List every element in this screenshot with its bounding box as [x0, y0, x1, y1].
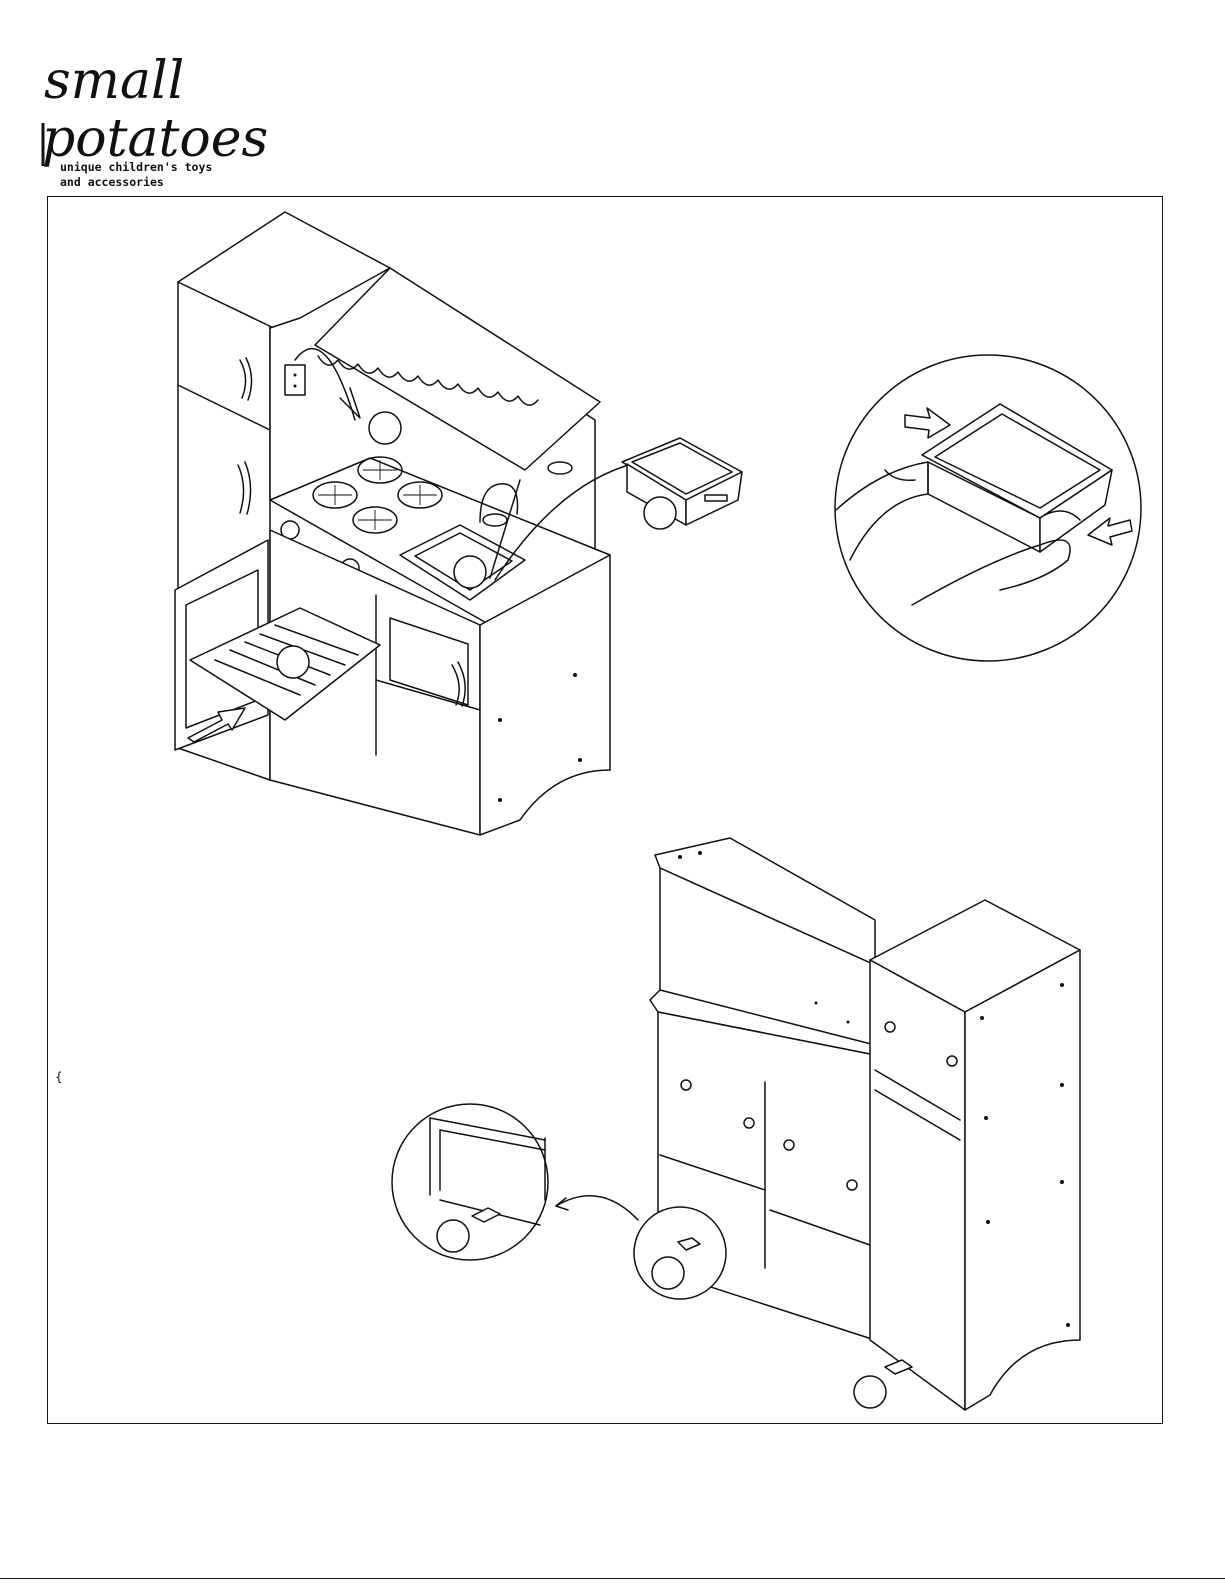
- clip-callout-arrow: [556, 1196, 638, 1220]
- sink-basin-part: [622, 438, 742, 529]
- rear-hole-1: [681, 1080, 691, 1090]
- callout-rack: [277, 646, 309, 678]
- callout-clip-detail: [437, 1220, 469, 1252]
- clip-zoom-small: [634, 1207, 726, 1299]
- callout-hood: [369, 412, 401, 444]
- sink-insert-detail: [835, 355, 1141, 661]
- rear-hole-2: [744, 1118, 754, 1128]
- wall-switch-plate: [285, 365, 305, 395]
- callout-sink: [454, 556, 486, 588]
- rear-hole-5: [885, 1022, 895, 1032]
- callout-clip-small: [652, 1257, 684, 1289]
- callout-clip: [854, 1376, 886, 1408]
- rear-tower-front: [870, 960, 965, 1410]
- rear-hole-3: [784, 1140, 794, 1150]
- rear-hole-4: [847, 1180, 857, 1190]
- callout-basin: [644, 497, 676, 529]
- kitchen-rear-view: [556, 838, 1080, 1410]
- clip-detail: [392, 1104, 548, 1260]
- rear-hole-6: [947, 1056, 957, 1066]
- page-bottom-rule: [0, 1578, 1225, 1579]
- kitchen-front-view: [175, 212, 640, 835]
